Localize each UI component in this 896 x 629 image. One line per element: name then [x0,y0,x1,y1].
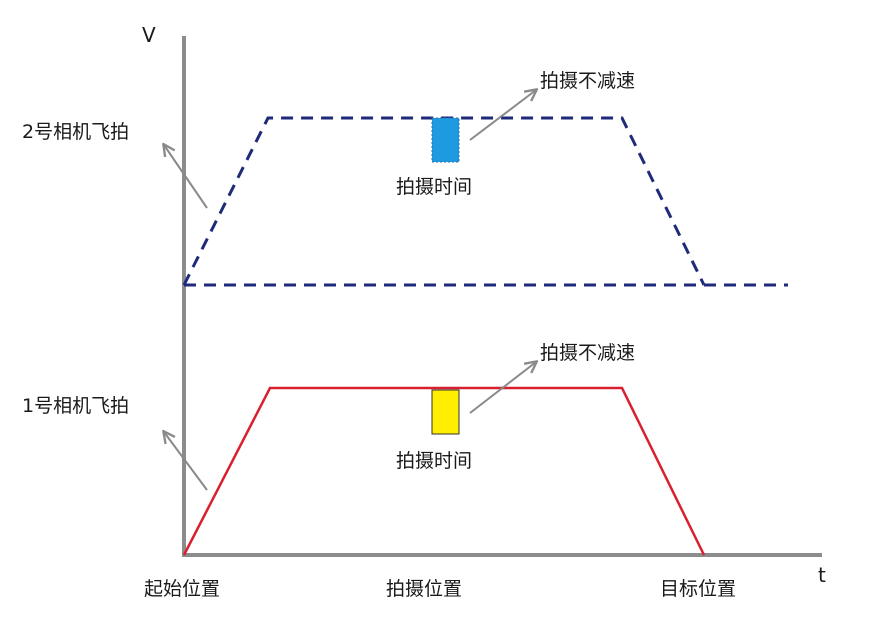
x-tick-target: 目标位置 [660,578,736,600]
camera1-label-arrow [164,432,208,491]
camera2-no-decel-arrow [469,90,536,141]
camera2-shoot-window [431,117,460,163]
y-axis-label: V [142,23,156,47]
camera2-label: 2号相机飞拍 [22,121,129,143]
camera1-no-decel-label: 拍摄不减速 [540,342,635,364]
x-tick-start: 起始位置 [144,578,220,600]
camera1-label: 1号相机飞拍 [22,395,129,417]
camera1-velocity-profile [182,386,706,556]
x-tick-shoot: 拍摄位置 [386,578,462,600]
camera2-no-decel-label: 拍摄不减速 [540,70,635,92]
camera1-shoot-window [431,389,460,435]
camera2-shoot-time-label: 拍摄时间 [396,176,472,198]
camera1-no-decel-arrow [469,362,536,414]
x-axis-label: t [818,563,826,587]
camera2-label-arrow [164,145,208,209]
camera1-shoot-time-label: 拍摄时间 [396,450,472,472]
